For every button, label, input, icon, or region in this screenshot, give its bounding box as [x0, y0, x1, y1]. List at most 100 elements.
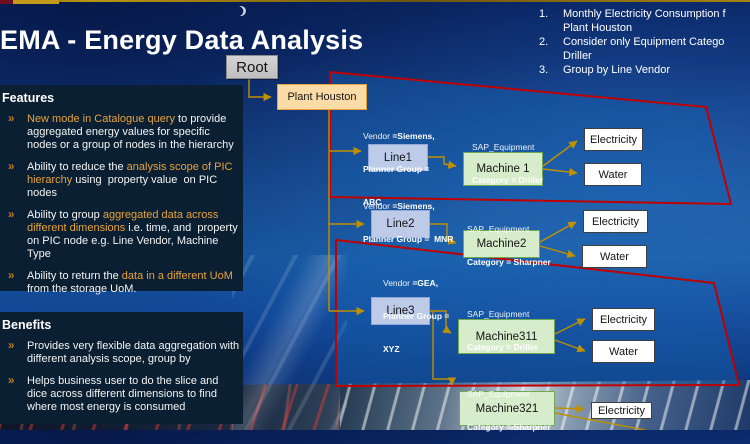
node-water-1: Water [584, 163, 642, 186]
label-text: Planner Group = [363, 164, 430, 174]
label-text: Category = Sharpner [467, 257, 551, 267]
connector-line3-machine311 [430, 310, 452, 334]
connector-machine2-electricity [539, 221, 577, 243]
agenda-item-text: Group by Line Vendor [563, 64, 671, 76]
connector-machine311-water [554, 339, 586, 353]
feature-text: Ability to group [27, 209, 103, 221]
node-root: Root [226, 55, 278, 79]
node-machine1: Machine 1 [463, 152, 543, 186]
node-water-2: Water [582, 245, 647, 268]
feature-highlight: New mode in Catalogue query [27, 113, 175, 125]
label-sap-category-machine1: SAP_Equipment Category = Driller [472, 120, 543, 197]
connector-machine1-electricity [542, 140, 578, 167]
node-electricity-4: Electricity [591, 402, 652, 419]
agenda-item-2: 2. Consider only Equipment Catego Drille… [539, 35, 750, 63]
agenda-item-number: 1. [539, 8, 549, 20]
label-vendor-line1: Vendor =Siemens, Planner Group = ABC [363, 109, 435, 219]
agenda-item-text: Plant Houston [563, 22, 633, 34]
agenda-item-number: 2. [539, 36, 549, 48]
label-sap-category-machine2: SAP_Equipment Category = Sharpner [467, 202, 551, 279]
node-electricity-1: Electricity [584, 128, 643, 151]
node-machine2: Machine2 [463, 230, 540, 258]
chevron-bullet-icon: » [8, 209, 15, 221]
features-heading: Features [2, 91, 55, 105]
label-text: Planner Group = [383, 311, 450, 321]
label-text: SAP_Equipment [467, 389, 530, 399]
label-text: SAP_Equipment [472, 142, 535, 152]
benefit-text: Provides very flexible data aggregation … [27, 340, 243, 365]
chevron-bullet-icon: » [8, 270, 15, 282]
agenda-item-text: Driller [563, 50, 592, 62]
label-text: Vendor [383, 278, 413, 288]
label-text: ABC [363, 197, 382, 207]
chevron-bullet-icon: » [8, 113, 15, 125]
chevron-bullet-icon: » [8, 340, 15, 352]
label-text: XYZ [383, 344, 400, 354]
label-sap-category-machine321: SAP_Equipment Category = Sharpner [467, 367, 551, 444]
connector-machine321-electricity [554, 404, 585, 413]
node-plant-houston: Plant Houston [277, 84, 367, 110]
feature-text: i.e. time, and property on PIC node e.g.… [27, 222, 241, 260]
feature-bullet: » New mode in Catalogue query to provide… [0, 113, 243, 152]
agenda-item-3: 3. Group by Line Vendor [539, 63, 750, 77]
features-panel: Features » New mode in Catalogue query t… [0, 85, 243, 295]
feature-text: Ability to return the [27, 270, 122, 282]
label-text: =Siemens, [392, 131, 435, 141]
node-line3: Line3 [371, 297, 430, 325]
label-text: Category = Driller [467, 342, 539, 352]
feature-bullet: » Ability to group aggregated data acros… [0, 209, 243, 261]
feature-highlight: data in a different UoM [121, 270, 233, 282]
top-maroon-accent [0, 0, 13, 4]
slide-title: EMA - Energy Data Analysis [0, 25, 364, 55]
label-text: Vendor [363, 201, 393, 211]
feature-text: from the storage UoM. [27, 270, 236, 295]
label-text: SAP_Equipment [467, 309, 530, 319]
label-vendor-line2: Vendor =Siemens, Planner Group = MNR [363, 179, 453, 256]
road-streaks-left [232, 255, 347, 430]
benefit-bullet: » Helps business user to do the slice an… [0, 375, 243, 414]
connector-line3-machine321 [432, 311, 457, 386]
node-machine311: Machine311 [458, 319, 555, 354]
agenda-item-1: 1. Monthly Electricity Consumption f Pla… [539, 7, 750, 35]
label-text: =GEA, [412, 278, 439, 288]
node-line1: Line1 [368, 144, 428, 171]
agenda-list: 1. Monthly Electricity Consumption f Pla… [539, 7, 750, 77]
connector-machine1-water [542, 167, 578, 177]
feature-bullet: » Ability to return the data in a differ… [0, 270, 243, 296]
benefit-bullet: » Provides very flexible data aggregatio… [0, 340, 243, 366]
benefit-text: Helps business user to do the slice and … [27, 375, 222, 413]
node-electricity-3: Electricity [592, 308, 655, 331]
connector-machine2-water [539, 245, 576, 258]
top-gold-accent [13, 0, 59, 4]
connector-line2-machine2 [430, 223, 457, 245]
node-line2: Line2 [371, 210, 430, 238]
label-sap-category-machine311: SAP_Equipment Category = Driller [467, 287, 538, 364]
label-text: Vendor [363, 131, 393, 141]
benefits-heading: Benefits [2, 318, 52, 332]
node-electricity-2: Electricity [583, 210, 648, 233]
node-water-3: Water [592, 340, 655, 363]
feature-text: Ability to reduce the [27, 161, 127, 173]
label-text: =Siemens, [392, 201, 435, 211]
feature-highlight: analysis scope of PIC hierarchy [27, 161, 236, 186]
connector-machine311-electricity [554, 318, 586, 335]
agenda-item-number: 3. [539, 64, 549, 76]
feature-highlight: aggregated data across different dimensi… [27, 209, 222, 234]
feature-text: to provide aggregated energy values for … [27, 113, 234, 151]
benefits-panel: Benefits » Provides very flexible data a… [0, 312, 243, 424]
label-text: Category = Driller [472, 175, 544, 185]
chevron-bullet-icon: » [8, 375, 15, 387]
label-text: Planner Group = MNR [363, 234, 454, 244]
feature-bullet: » Ability to reduce the analysis scope o… [0, 161, 243, 200]
label-text: SAP_Equipment [467, 224, 530, 234]
label-text: Category = Sharpner [467, 422, 551, 432]
label-vendor-line3: Vendor =GEA, Planner Group = XYZ [383, 256, 449, 366]
top-accent-line [0, 0, 750, 2]
connector-machine321-offscreen [554, 412, 646, 430]
agenda-item-text: Consider only Equipment Catego [563, 36, 725, 48]
chevron-bullet-icon: » [8, 161, 15, 173]
agenda-item-text: Monthly Electricity Consumption f [563, 8, 726, 20]
connector-root-plant [248, 79, 272, 102]
connector-line1-machine1 [428, 156, 457, 169]
node-machine321: Machine321 [459, 391, 555, 426]
